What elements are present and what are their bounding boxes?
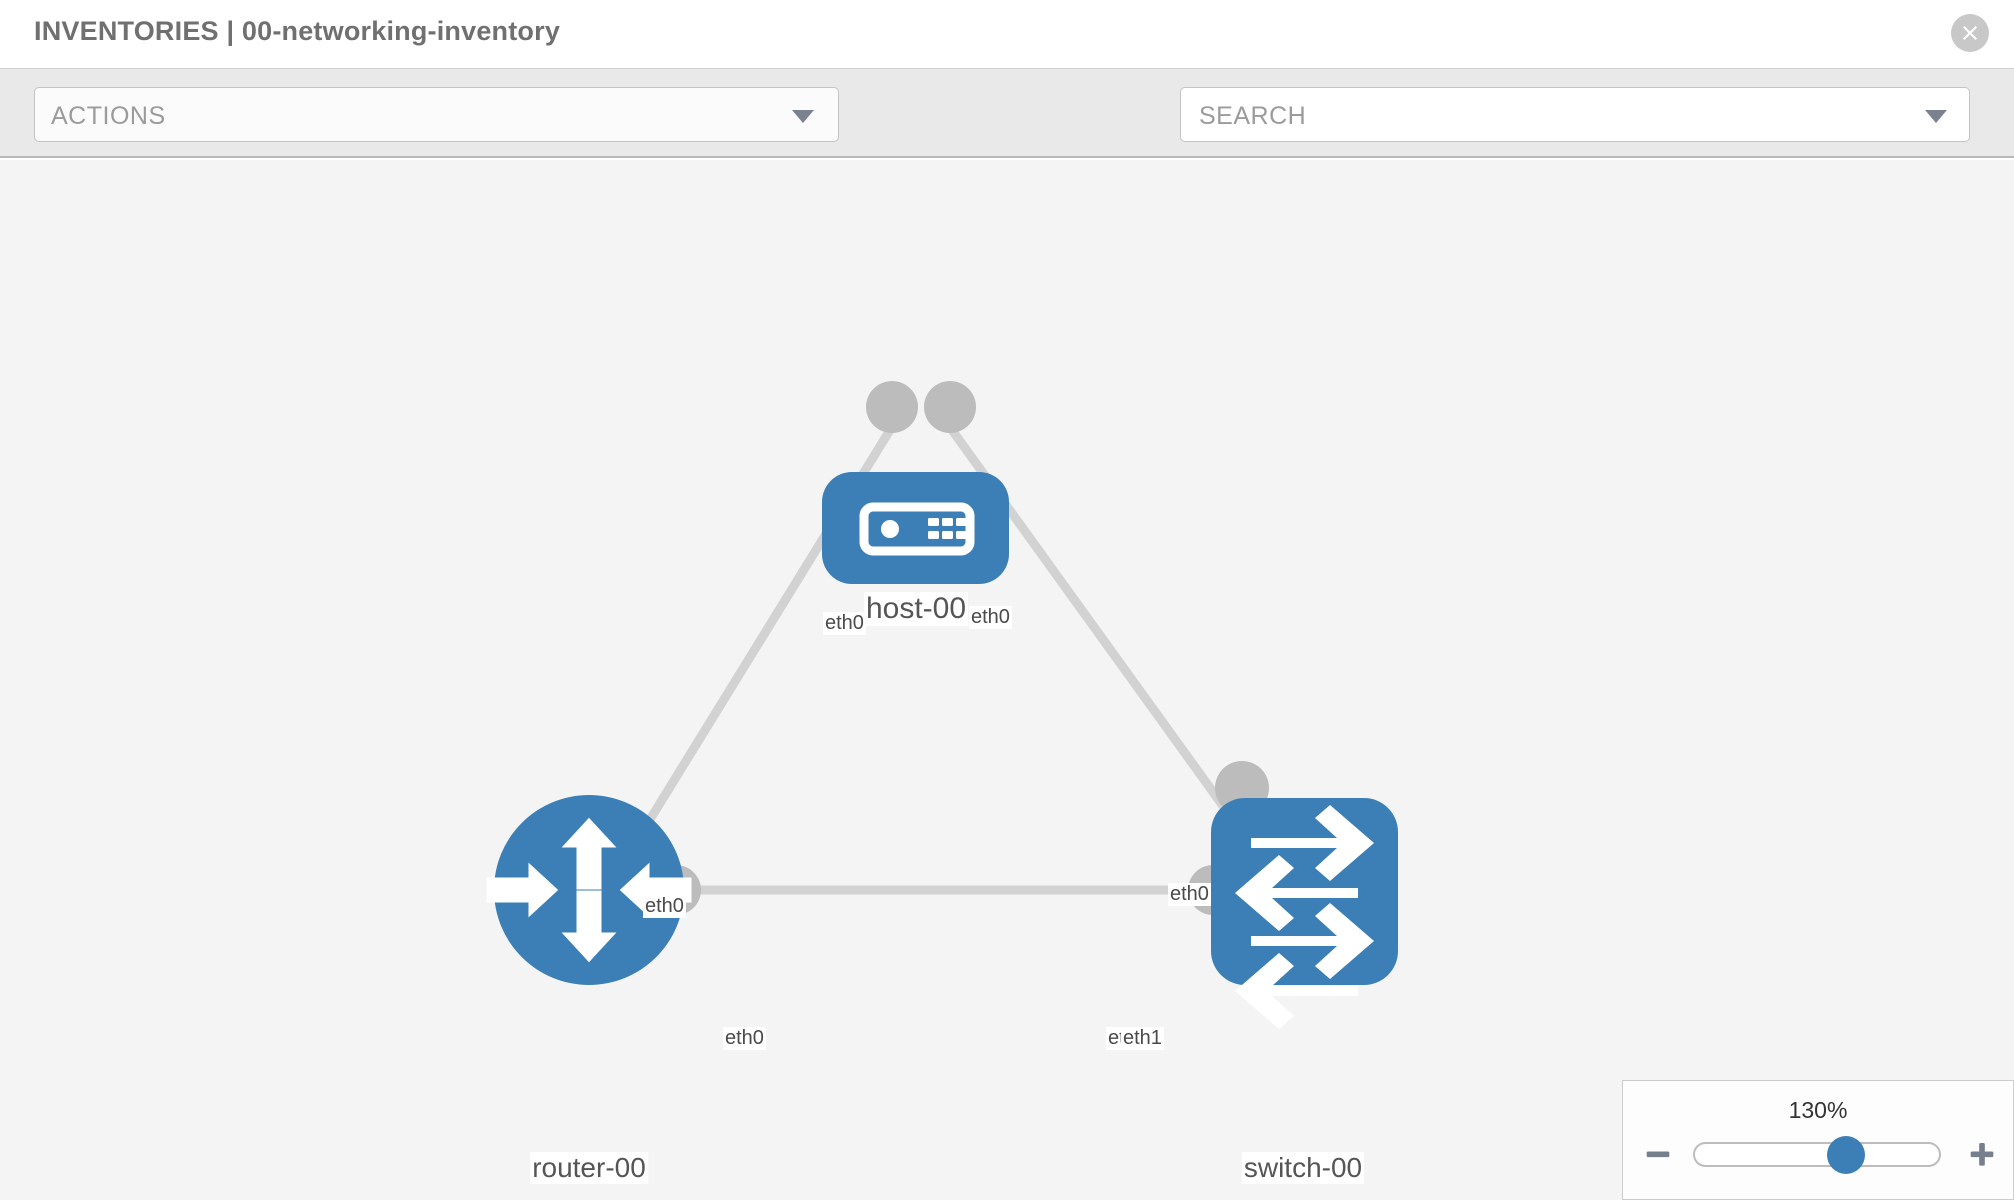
search-placeholder: SEARCH bbox=[1199, 102, 1307, 130]
page-header: INVENTORIES | 00-networking-inventory bbox=[0, 0, 2014, 68]
node-router-00[interactable] bbox=[486, 795, 692, 985]
iface-label-router-up: eth0 bbox=[643, 895, 686, 918]
zoom-out-button[interactable] bbox=[1641, 1137, 1675, 1171]
toolbar: ACTIONS SEARCH bbox=[0, 68, 2014, 206]
iface-label-host-left: eth0 bbox=[823, 612, 866, 635]
node-label-host-00: host-00 bbox=[863, 592, 969, 626]
plus-icon bbox=[1970, 1142, 1994, 1166]
zoom-slider-track[interactable] bbox=[1693, 1136, 1941, 1174]
page-title: INVENTORIES | 00-networking-inventory bbox=[34, 16, 561, 46]
chevron-down-icon bbox=[1925, 110, 1947, 123]
zoom-in-button[interactable] bbox=[1965, 1137, 1999, 1171]
zoom-slider-row bbox=[1623, 1136, 2013, 1174]
node-host-00[interactable] bbox=[822, 472, 1009, 584]
node-label-router-00: router-00 bbox=[530, 1152, 648, 1184]
actions-dropdown-label: ACTIONS bbox=[51, 102, 166, 130]
actions-dropdown[interactable]: ACTIONS bbox=[34, 87, 839, 142]
search-input[interactable]: SEARCH bbox=[1180, 87, 1970, 142]
topology-connectors bbox=[651, 381, 1269, 915]
iface-label-host-right: eth0 bbox=[969, 606, 1012, 629]
zoom-slider-thumb[interactable] bbox=[1827, 1136, 1866, 1174]
iface-label-switch-up: eth0 bbox=[1168, 883, 1211, 906]
close-button[interactable] bbox=[1951, 14, 1989, 52]
chevron-down-icon bbox=[792, 110, 814, 123]
close-icon bbox=[1963, 26, 1977, 40]
iface-label-switch-left: eth1 bbox=[1121, 1027, 1164, 1050]
connector-host-left bbox=[866, 381, 918, 433]
zoom-level-value: 130% bbox=[1788, 1097, 1848, 1123]
topology-graph bbox=[486, 381, 1398, 1029]
node-label-switch-00: switch-00 bbox=[1241, 1152, 1365, 1184]
zoom-control-panel: 130% bbox=[1622, 1080, 2014, 1200]
iface-label-router-right: eth0 bbox=[723, 1027, 766, 1050]
node-switch-00[interactable] bbox=[1211, 798, 1398, 1029]
minus-icon bbox=[1646, 1151, 1670, 1158]
connector-host-right bbox=[924, 381, 976, 433]
topology-canvas[interactable]: host-00 router-00 switch-00 eth0 eth0 et… bbox=[0, 160, 2014, 1200]
